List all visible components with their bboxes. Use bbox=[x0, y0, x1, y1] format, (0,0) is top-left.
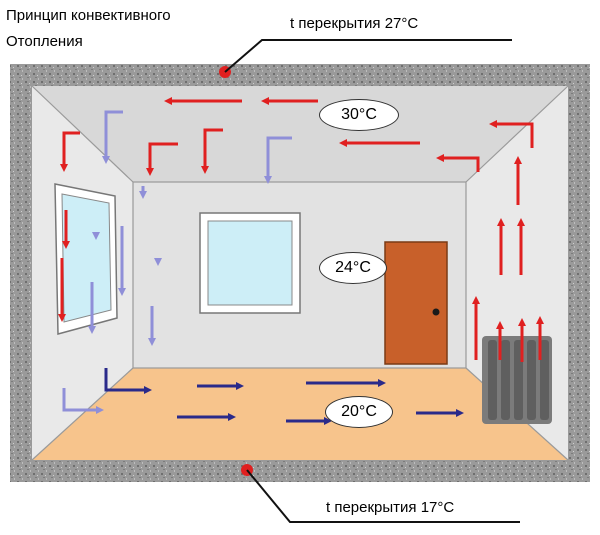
side-window bbox=[54, 183, 118, 335]
ceiling-marker bbox=[219, 39, 512, 78]
door-knob bbox=[432, 308, 440, 316]
floor-air-temperature-badge: 20°C bbox=[325, 396, 393, 428]
floor-marker bbox=[241, 464, 520, 523]
cooling-air-ceiling bbox=[102, 110, 292, 199]
left-wall-descending bbox=[58, 186, 162, 346]
diagram-title-line2: Отопления bbox=[6, 33, 83, 50]
warm-air-rising bbox=[472, 156, 544, 362]
floor-surface bbox=[32, 368, 568, 460]
back-window bbox=[199, 212, 301, 314]
cold-air-floor bbox=[62, 368, 464, 425]
door bbox=[384, 241, 448, 365]
ceiling-temperature-label: t перекрытия 27°C bbox=[290, 15, 419, 32]
diagram-title-line1: Принцип конвективного bbox=[6, 7, 171, 24]
top-air-temperature-badge: 30°C bbox=[319, 99, 399, 131]
floor-temperature-label: t перекрытия 17°C bbox=[326, 499, 455, 516]
middle-air-temperature-badge: 24°C bbox=[319, 252, 387, 284]
ceiling-surface bbox=[32, 86, 568, 182]
warm-air-ceiling bbox=[60, 97, 534, 176]
